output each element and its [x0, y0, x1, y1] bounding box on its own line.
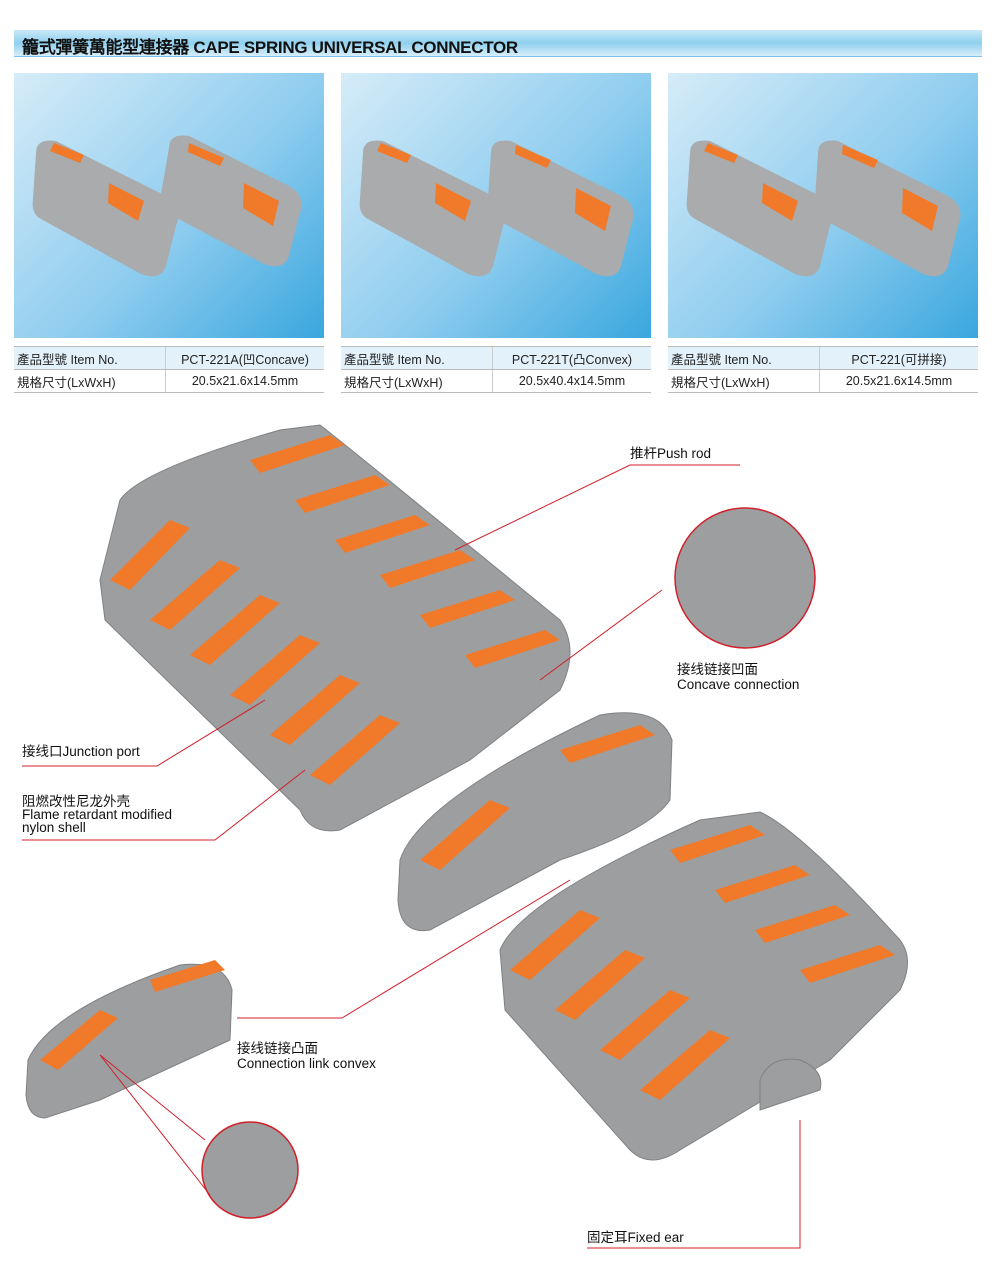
callout-shell-en2: nylon shell [22, 820, 86, 835]
small-connector [25, 960, 233, 1119]
callout-convex-en: Connection link convex [237, 1056, 376, 1071]
item-label: 產品型號 Item No. [341, 347, 493, 369]
connector-image [686, 140, 961, 277]
callout-convex-cn: 接线链接凸面 [237, 1041, 318, 1056]
size-label: 規格尺寸(LxWxH) [14, 370, 166, 392]
size-value: 20.5x21.6x14.5mm [191, 374, 299, 388]
size-value: 20.5x40.4x14.5mm [518, 374, 626, 388]
push-rods [110, 435, 560, 785]
callout-concave-cn: 接线链接凹面 [677, 662, 758, 677]
convex-detail-circle [201, 1121, 299, 1219]
concave-detail-circle [674, 507, 816, 649]
spec-table-pct221: 產品型號 Item No. PCT-221(可拼接) 規格尺寸(LxWxH) 20.… [668, 346, 978, 393]
item-no: PCT-221(可拼接) [851, 352, 947, 367]
callout-shell-en1: Flame retardant modified [22, 807, 173, 822]
item-no: PCT-221T(凸Convex) [511, 352, 633, 367]
four-way-connector [499, 811, 908, 1161]
spec-table-pct221t: 產品型號 Item No. PCT-221T(凸Convex) 規格尺寸(LxWx… [341, 346, 651, 393]
size-value: 20.5x21.6x14.5mm [845, 374, 953, 388]
callout-push-rod: 推杆Push rod [630, 446, 712, 461]
connector-image [359, 140, 634, 277]
product-photo-pct221t [341, 73, 651, 338]
size-label: 規格尺寸(LxWxH) [341, 370, 493, 392]
product-photo-pct221a [14, 73, 324, 338]
callout-fixed-ear: 固定耳Fixed ear [587, 1230, 684, 1245]
product-photo-pct221 [668, 73, 978, 338]
callout-concave-en: Concave connection [677, 677, 800, 692]
callout-shell-cn: 阻燃改性尼龙外壳 [22, 794, 130, 809]
section-header: 籠式彈簧萬能型連接器 CAPE SPRING UNIVERSAL CONNECT… [14, 30, 982, 57]
spec-table-pct221a: 產品型號 Item No. PCT-221A(凹Concave) 規格尺寸(LxW… [14, 346, 324, 393]
callout-junction-port: 接线口Junction port [22, 744, 140, 759]
callout-lines [22, 464, 801, 1249]
size-label: 規格尺寸(LxWxH) [668, 370, 820, 392]
item-no: PCT-221A(凹Concave) [181, 352, 309, 367]
single-connector-middle [397, 712, 673, 932]
item-label: 產品型號 Item No. [668, 347, 820, 369]
page-title: 籠式彈簧萬能型連接器 CAPE SPRING UNIVERSAL CONNECT… [22, 38, 518, 57]
connector-image [32, 135, 302, 277]
item-label: 產品型號 Item No. [14, 347, 166, 369]
